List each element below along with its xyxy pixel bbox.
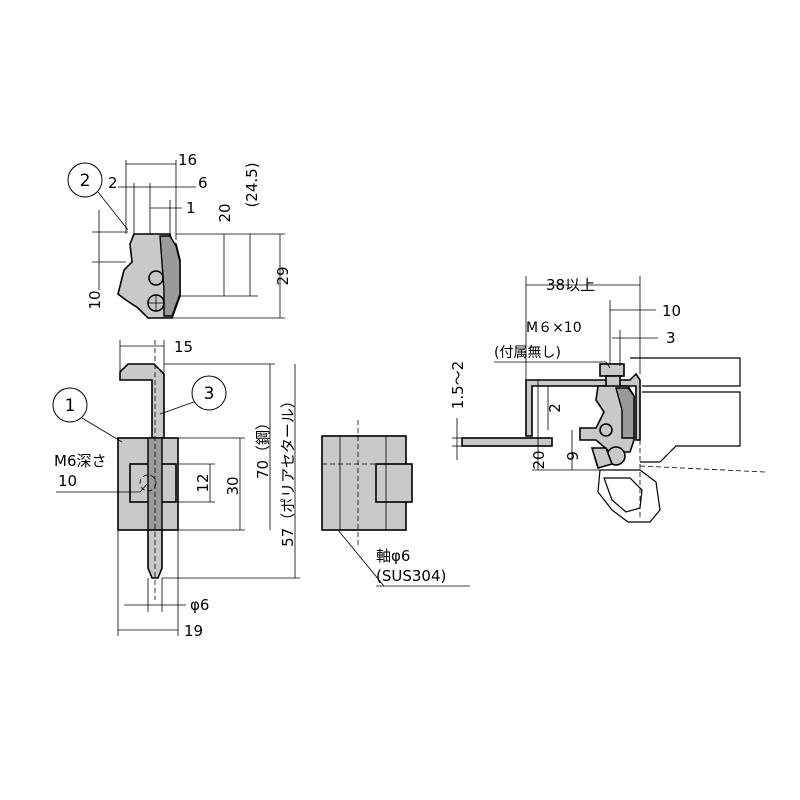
dim-2-install: 2 xyxy=(546,403,564,413)
dim-29: 29 xyxy=(274,266,292,285)
top-view: 2 16 2 6 1 20 (24.5) 29 10 xyxy=(67,151,292,319)
dim-57-polyacetal: 57（ポリアセタール） xyxy=(279,393,297,547)
dim-2: 2 xyxy=(108,174,118,192)
dim-1-5-to-2: 1.5～2 xyxy=(449,361,467,409)
front-view: 1 3 15 M6深さ 10 12 30 70（鋼） 57（ポリアセタール） xyxy=(52,338,300,640)
callout-3-circle xyxy=(191,375,227,411)
shaft-material: (SUS304) xyxy=(376,567,446,585)
m6x10-not-included: (付属無し) xyxy=(494,345,561,361)
dim-70-steel: 70（鋼） xyxy=(254,415,272,479)
dim-24-5: (24.5) xyxy=(243,162,261,207)
dim-19: 19 xyxy=(184,622,203,640)
catch-part-face xyxy=(159,235,181,317)
dim-38-or-more: 38以上 xyxy=(546,276,595,294)
hole-upper xyxy=(148,270,164,286)
panel-plate xyxy=(461,437,553,447)
door-outline-upper xyxy=(630,357,741,463)
dim-16: 16 xyxy=(178,151,197,169)
dim-1: 1 xyxy=(186,199,196,217)
callout-2: 2 xyxy=(80,171,91,191)
dim-12: 12 xyxy=(194,473,212,492)
m6-depth-value: 10 xyxy=(58,472,77,490)
dim-20: 20 xyxy=(216,203,234,222)
installed-hole-upper xyxy=(599,423,613,437)
callout-1: 1 xyxy=(65,396,76,416)
pin-lower-end xyxy=(147,529,163,579)
m6-depth-label: M6深さ xyxy=(54,452,107,470)
callout-3: 3 xyxy=(204,384,215,404)
dim-6: 6 xyxy=(198,174,208,192)
callout-1-circle xyxy=(52,387,88,423)
callout-2-circle xyxy=(67,162,103,198)
door-outline-lower xyxy=(597,469,661,523)
dim-15: 15 xyxy=(174,338,193,356)
side-view: 軸φ6 (SUS304) xyxy=(321,420,470,587)
m6x10-label: M６×10 xyxy=(526,320,582,336)
installation-view: 38以上 10 M６×10 (付属無し) 3 1.5～2 2 20 9 xyxy=(449,276,766,523)
dim-9: 9 xyxy=(564,451,582,461)
dim-phi6: φ6 xyxy=(190,596,209,614)
dim-30: 30 xyxy=(224,476,242,495)
dim-10-left: 10 xyxy=(86,290,104,309)
pin-bent-end xyxy=(119,363,165,439)
screw-head xyxy=(599,363,625,377)
side-insert xyxy=(375,463,413,503)
shaft-label: 軸φ6 xyxy=(376,547,410,565)
dim-3: 3 xyxy=(666,329,676,347)
dim-10-install: 10 xyxy=(662,302,681,320)
dim-20-install: 20 xyxy=(530,450,548,469)
m6-tapped-hole xyxy=(139,474,157,492)
panel-frame xyxy=(525,372,641,441)
